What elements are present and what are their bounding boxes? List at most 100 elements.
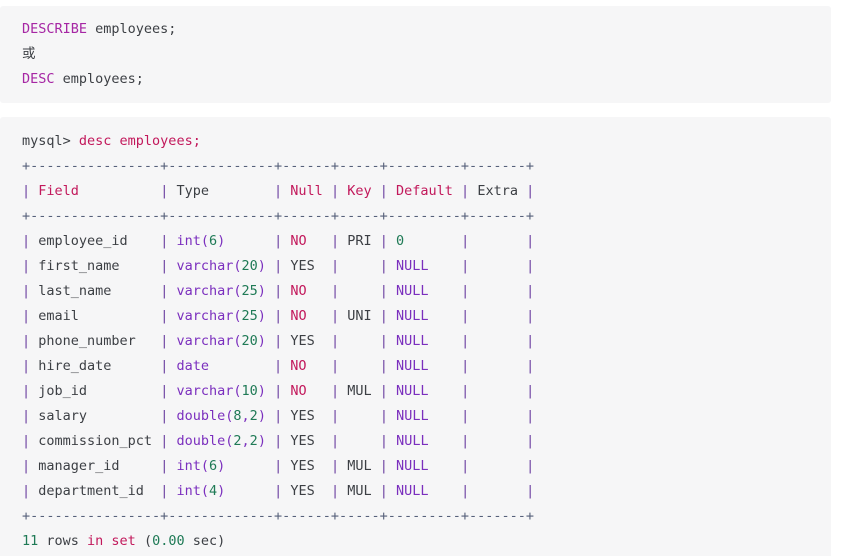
table-pipe: | [330, 233, 348, 249]
cell-gap [323, 183, 331, 199]
cell-type-8: double(2,2) [176, 433, 265, 449]
cell-field-7: salary [38, 408, 152, 424]
cell-type-2: varchar(25) [176, 283, 265, 299]
table-pipe: | [379, 408, 397, 424]
table-row: | last_name | varchar(25) | NO | | NULL … [22, 279, 831, 304]
table-pipe: | [22, 333, 39, 349]
cell-field-1: first_name [38, 258, 152, 274]
cell-gap [152, 433, 160, 449]
cell-gap [323, 258, 331, 274]
table-separator: +----------------+-------------+------+-… [22, 208, 535, 224]
cell-text [477, 283, 518, 299]
table-row: | email | varchar(25) | NO | UNI | NULL … [22, 304, 831, 329]
cell-token: double [176, 433, 226, 449]
cell-gap [323, 433, 331, 449]
cell-gap [323, 383, 331, 399]
table-pipe: | [274, 383, 291, 399]
table-pipe: | [379, 333, 397, 349]
cell-text: Null [290, 183, 323, 199]
cell-extra-1 [477, 258, 518, 274]
table-pipe: | [379, 383, 397, 399]
cell-text [347, 408, 371, 424]
cell-default-7: NULL [396, 408, 453, 424]
sql-line-1: 或 [22, 42, 831, 67]
cell-field-2: last_name [38, 283, 152, 299]
table-pipe: | [526, 258, 535, 274]
cell-default-6: NULL [396, 383, 453, 399]
table-row: | first_name | varchar(20) | YES | | NUL… [22, 254, 831, 279]
table-pipe: | [22, 383, 39, 399]
table-pipe: | [160, 183, 177, 199]
cell-extra-3 [477, 308, 518, 324]
cell-pad [225, 458, 266, 474]
cell-gap [453, 233, 461, 249]
cell-gap [323, 308, 331, 324]
cell-token: varchar [176, 283, 234, 299]
cell-gap [266, 358, 274, 374]
table-pipe: | [379, 183, 396, 199]
cell-gap [372, 233, 380, 249]
cell-pad [209, 358, 266, 374]
cell-token: 25 [241, 283, 258, 299]
sql-line-2: DESC employees; [22, 67, 831, 92]
cell-token: ) [257, 308, 266, 324]
table-row: | commission_pct | double(2,2) | YES | |… [22, 429, 831, 454]
table-pipe: | [330, 458, 348, 474]
table-pipe: | [22, 183, 39, 199]
cell-gap [453, 333, 461, 349]
cell-text [477, 233, 518, 249]
cell-type-10: int(4) [176, 483, 265, 499]
cell-gap [372, 433, 380, 449]
cell-gap [518, 258, 526, 274]
sql-token: DESCRIBE [22, 21, 88, 37]
table-pipe: | [526, 183, 535, 199]
footer-token: in set [87, 533, 136, 549]
footer-token: rows [38, 533, 88, 549]
cell-key-9: MUL [347, 458, 371, 474]
cell-token: ) [257, 408, 266, 424]
cell-text: Extra [477, 183, 518, 199]
cell-gap [266, 258, 274, 274]
cell-text: job_id [38, 383, 153, 399]
cell-key-4 [347, 333, 371, 349]
cell-default-10: NULL [396, 483, 453, 499]
table-pipe: | [379, 233, 397, 249]
cell-text: NULL [396, 308, 453, 324]
footer-token: 11 [22, 533, 39, 549]
cell-text: salary [38, 408, 153, 424]
cell-token: , [241, 433, 250, 449]
cell-key-5 [347, 358, 371, 374]
cell-key-0: PRI [347, 233, 371, 249]
column-header-null: Null [290, 183, 323, 199]
table-pipe: | [160, 333, 177, 349]
cell-gap [372, 483, 380, 499]
table-pipe: | [330, 258, 348, 274]
cell-text: NO [290, 383, 323, 399]
cell-token: int [176, 483, 201, 499]
cell-text: Key [347, 183, 372, 199]
cell-text [477, 308, 518, 324]
cell-token: ) [257, 333, 266, 349]
cell-default-8: NULL [396, 433, 453, 449]
cell-token: varchar [176, 383, 234, 399]
cell-key-3: UNI [347, 308, 371, 324]
cell-key-1 [347, 258, 371, 274]
table-pipe: | [160, 358, 177, 374]
cell-text: NULL [396, 258, 453, 274]
cell-text: hire_date [38, 358, 153, 374]
cell-null-4: YES [290, 333, 323, 349]
table-pipe: | [274, 233, 291, 249]
cell-field-9: manager_id [38, 458, 152, 474]
cell-gap [323, 333, 331, 349]
table-pipe: | [330, 383, 348, 399]
cell-text: YES [290, 408, 323, 424]
cell-gap [453, 308, 461, 324]
cell-token: 20 [241, 333, 258, 349]
cell-token: 20 [241, 258, 258, 274]
cell-token: varchar [176, 308, 234, 324]
cell-null-10: YES [290, 483, 323, 499]
footer-token: 0.00 [152, 533, 185, 549]
cell-type-7: double(8,2) [176, 408, 265, 424]
cell-text: YES [290, 333, 323, 349]
